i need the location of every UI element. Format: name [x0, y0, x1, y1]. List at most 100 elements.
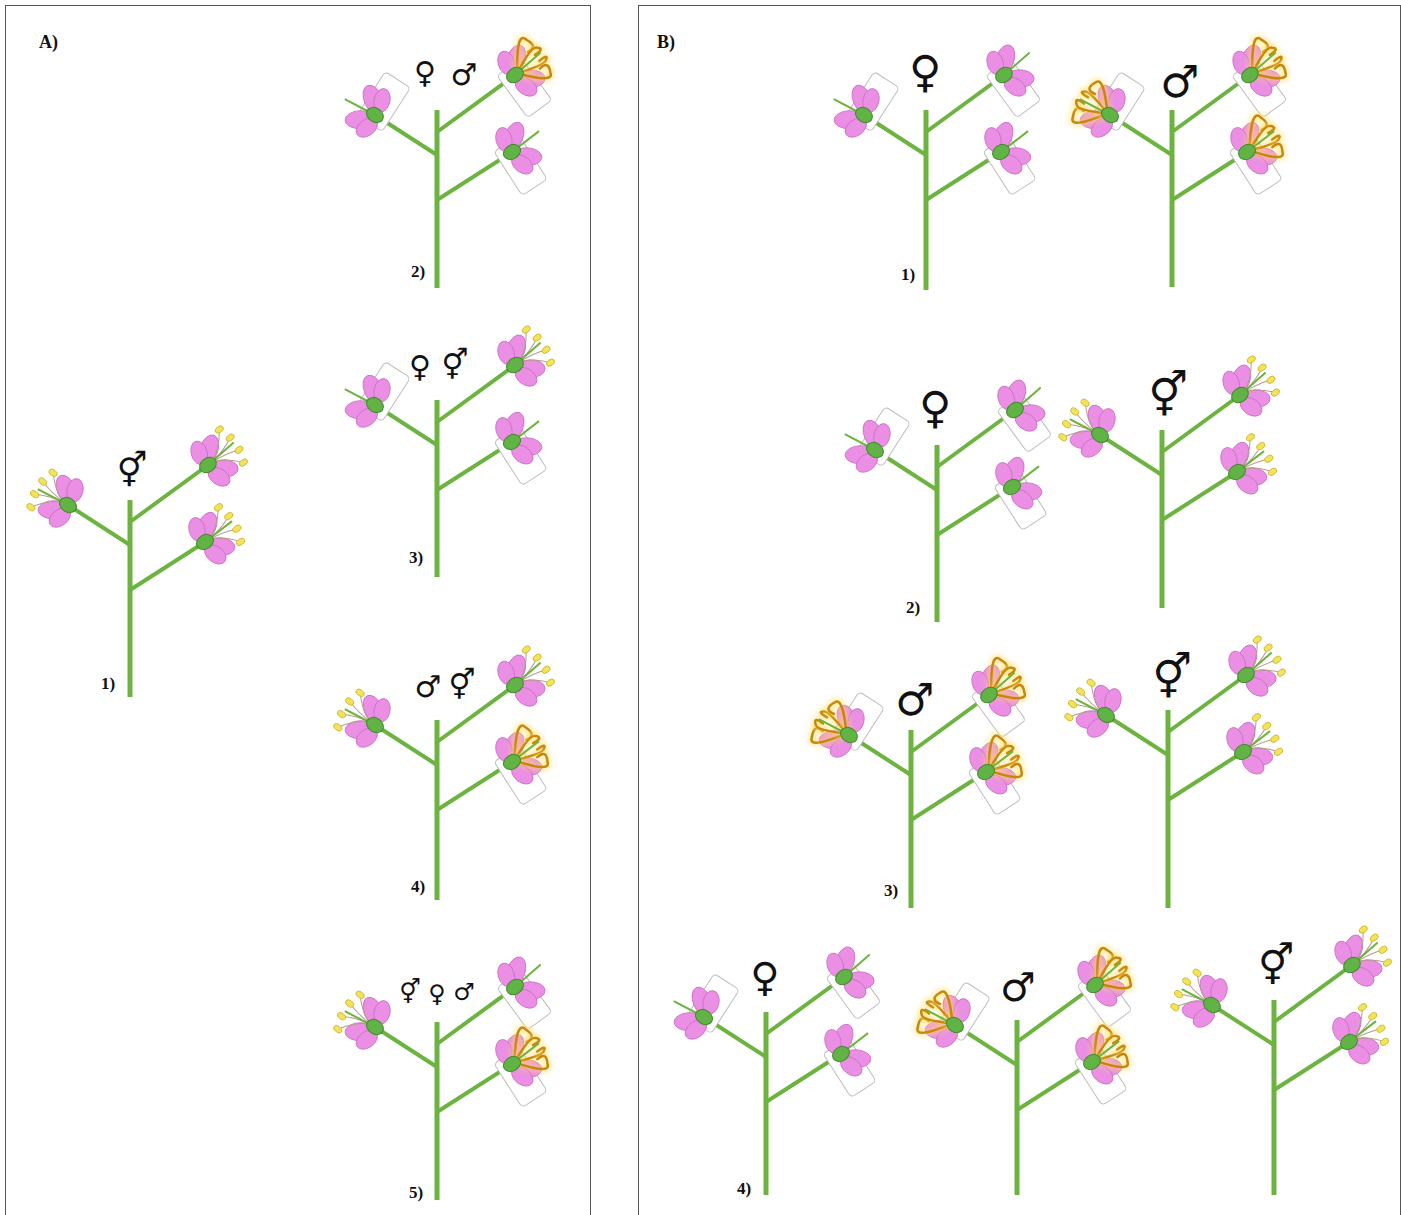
ovary: [853, 104, 876, 126]
ovary: [1226, 461, 1249, 482]
ovary: [501, 1053, 524, 1074]
ovary: [830, 1043, 853, 1064]
ovary: [1004, 399, 1027, 421]
ovary: [833, 966, 856, 988]
inflorescence: [1052, 349, 1289, 608]
anther: [234, 445, 245, 455]
ovary: [194, 531, 217, 552]
anther: [1057, 432, 1068, 442]
ovary: [1229, 384, 1252, 406]
inflorescence: [1058, 629, 1295, 908]
branch: [1274, 1042, 1349, 1090]
ovary: [1001, 476, 1024, 497]
ovary: [1095, 704, 1118, 726]
anther: [532, 333, 543, 343]
flower: [960, 650, 1043, 737]
ovary: [1338, 1031, 1361, 1052]
flower: [1219, 108, 1300, 195]
sex-symbol: ♀: [919, 386, 951, 430]
flower: [484, 109, 564, 195]
inflorescence: [331, 319, 564, 577]
anther: [1369, 933, 1380, 943]
anther: [541, 665, 552, 675]
inflorescence: [803, 650, 1043, 908]
panel-letter: A): [39, 32, 58, 53]
anther: [1378, 945, 1389, 955]
sex-symbol: ⚥: [1152, 655, 1192, 699]
anther: [37, 477, 48, 487]
anther: [1086, 678, 1097, 688]
flower: [1324, 997, 1398, 1074]
branch: [375, 1027, 437, 1067]
flower: [958, 728, 1039, 815]
sex-symbol: ⚥: [441, 350, 468, 380]
flower: [1064, 60, 1145, 147]
ovary: [57, 494, 80, 516]
ovary: [501, 431, 524, 452]
ovary: [504, 64, 527, 86]
anther: [214, 424, 225, 434]
flower: [327, 679, 401, 756]
ovary: [1089, 424, 1112, 446]
branch: [1168, 752, 1243, 800]
ovary: [1236, 141, 1259, 162]
anther: [1067, 699, 1078, 709]
anther: [355, 990, 366, 1000]
flower: [327, 981, 401, 1058]
branch: [1212, 1005, 1274, 1045]
ovary: [1084, 974, 1107, 996]
anther: [1245, 432, 1256, 442]
sex-symbol: ⚥: [1258, 945, 1294, 985]
ovary: [1081, 1051, 1104, 1072]
anther: [1382, 958, 1393, 968]
anther: [336, 709, 347, 719]
stem: [1272, 1000, 1277, 1195]
anther: [1181, 977, 1192, 987]
anther: [1375, 1024, 1386, 1034]
anther: [1169, 1002, 1180, 1012]
flower: [486, 944, 567, 1030]
branch: [375, 725, 437, 765]
callout-number: 2): [411, 263, 425, 280]
anther: [223, 511, 234, 521]
callout-number: 1): [901, 266, 915, 283]
ovary: [838, 724, 861, 746]
anther: [521, 324, 532, 334]
ovary: [1201, 994, 1224, 1016]
inflorescence: [327, 639, 565, 900]
ovary: [504, 674, 527, 696]
anther: [1251, 712, 1262, 722]
flower: [181, 419, 256, 496]
dehisced-stamen: [1083, 79, 1119, 113]
sex-symbol: ♀: [909, 50, 941, 94]
ovary: [501, 751, 524, 772]
sex-symbol: ♂: [415, 672, 442, 702]
anther: [1270, 388, 1281, 398]
flower: [331, 351, 411, 437]
anther: [231, 524, 242, 534]
flower: [484, 718, 565, 805]
flower: [820, 61, 900, 147]
anther: [1263, 454, 1274, 464]
flower: [803, 680, 884, 767]
ovary: [364, 104, 387, 126]
ovary: [978, 684, 1001, 706]
inflorescence: [831, 367, 1068, 622]
anther: [1357, 1002, 1368, 1012]
inflorescence: [327, 944, 567, 1200]
ovary: [1341, 954, 1364, 976]
branch: [1162, 472, 1237, 520]
flower: [484, 399, 564, 485]
flower: [1052, 389, 1126, 466]
flower: [1221, 30, 1304, 117]
anther: [48, 468, 59, 478]
flower: [488, 319, 563, 396]
anther: [521, 644, 532, 654]
anther: [1276, 668, 1287, 678]
anther: [545, 678, 556, 688]
callout-number: 3): [409, 549, 423, 566]
ovary: [504, 354, 527, 376]
inflorescence: [660, 934, 897, 1195]
stamen-glow: [1083, 79, 1119, 113]
